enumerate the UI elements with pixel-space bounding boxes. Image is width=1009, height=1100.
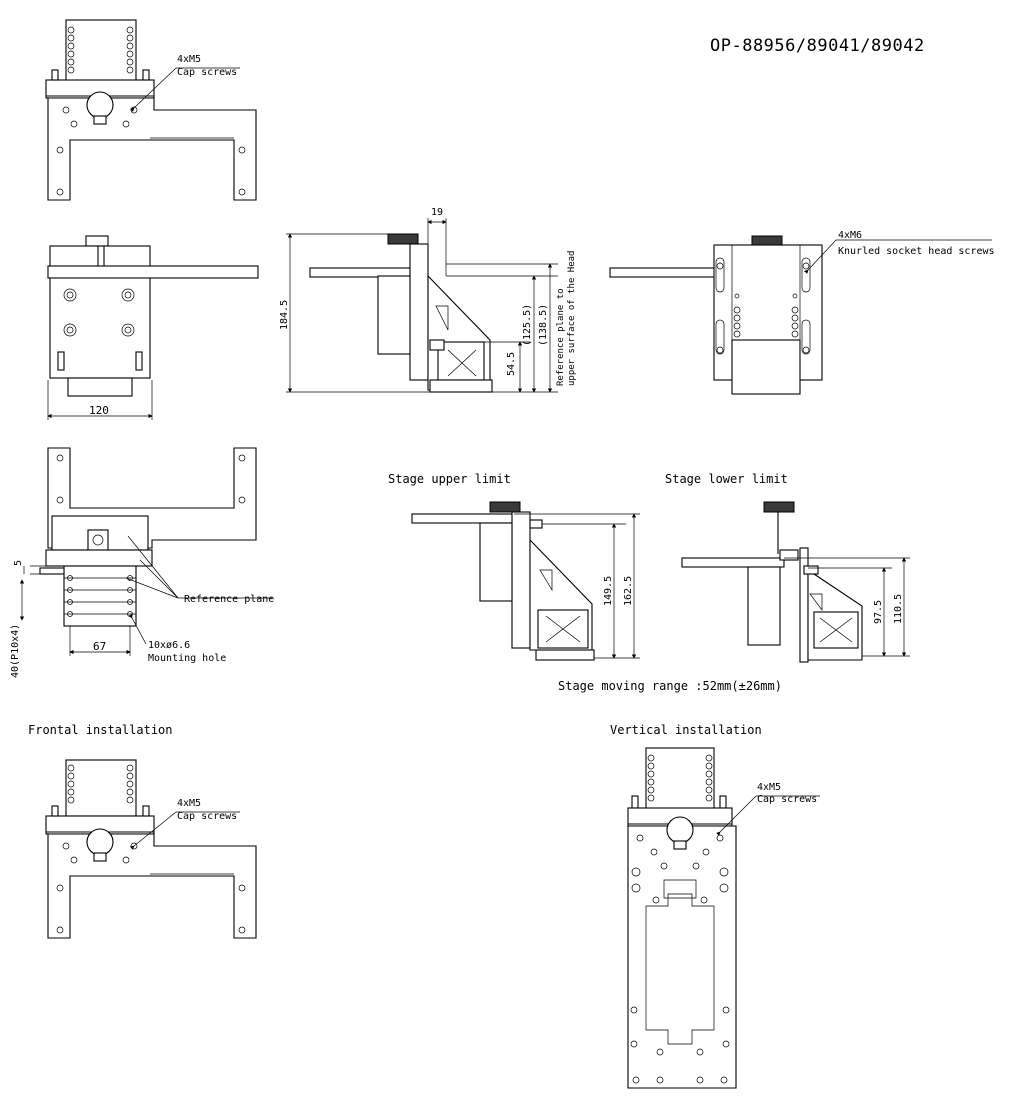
ref-plane-note-2: upper surface of the Head bbox=[567, 251, 577, 386]
stage-lower-view: Stage lower limit 97.5 110.5 bbox=[665, 472, 910, 663]
cap-screws-qty-1: 4xM5 bbox=[177, 54, 201, 65]
vertical-title: Vertical installation bbox=[610, 723, 762, 737]
vertical-installation-view: Vertical installation 4xM5 C bbox=[610, 723, 820, 1089]
side-view-center: 19 184.5 54.5 (125.5) (138.5) Reference … bbox=[279, 207, 577, 393]
ref-plane-note-1: Reference plane to bbox=[556, 288, 566, 386]
cap-screws-qty-2: 4xM5 bbox=[177, 798, 201, 809]
mount-label: Mounting hole bbox=[148, 653, 226, 664]
dim-19: 19 bbox=[431, 207, 443, 218]
mount-qty: 10xø6.6 bbox=[148, 640, 190, 651]
dim-162: 162.5 bbox=[623, 576, 634, 606]
frontal-title: Frontal installation bbox=[28, 723, 173, 737]
dim-110: 110.5 bbox=[893, 594, 904, 624]
dim-184: 184.5 bbox=[279, 300, 290, 330]
knurled-label: Knurled socket head screws bbox=[838, 246, 995, 257]
dim-149: 149.5 bbox=[603, 576, 614, 606]
dim-120: 120 bbox=[89, 404, 109, 417]
cap-screws-label-1: Cap screws bbox=[177, 67, 237, 78]
dim-125: (125.5) bbox=[522, 304, 533, 346]
cap-screws-label-3: Cap screws bbox=[757, 794, 817, 805]
stage-upper-title: Stage upper limit bbox=[388, 472, 511, 486]
drawing-number: OP-88956/89041/89042 bbox=[710, 36, 925, 56]
dim-67: 67 bbox=[93, 640, 106, 653]
dim-138: (138.5) bbox=[538, 304, 549, 346]
top-view-1: 4xM5 Cap screws bbox=[45, 19, 257, 201]
cap-screws-qty-3: 4xM5 bbox=[757, 782, 781, 793]
knurled-qty: 4xM6 bbox=[838, 230, 862, 241]
dim-54: 54.5 bbox=[506, 352, 517, 376]
cap-screws-label-2: Cap screws bbox=[177, 811, 237, 822]
dim-97: 97.5 bbox=[873, 600, 884, 624]
rear-view: 4xM6 Knurled socket head screws bbox=[609, 230, 995, 395]
dim-5: 5 bbox=[13, 560, 24, 566]
dim-40: 40(P10x4) bbox=[10, 624, 21, 678]
frontal-installation-view: Frontal installation 4xM5 Cap screws bbox=[28, 723, 257, 939]
bottom-view: Reference plane 5 40(P10x4) 67 10xø6.6 M… bbox=[10, 447, 274, 678]
front-view: 120 bbox=[47, 235, 259, 420]
moving-range-note: Stage moving range :52mm(±26mm) bbox=[558, 679, 782, 693]
stage-lower-title: Stage lower limit bbox=[665, 472, 788, 486]
ref-plane-label: Reference plane bbox=[184, 594, 274, 605]
stage-upper-view: Stage upper limit 149.5 162.5 bbox=[388, 472, 640, 661]
